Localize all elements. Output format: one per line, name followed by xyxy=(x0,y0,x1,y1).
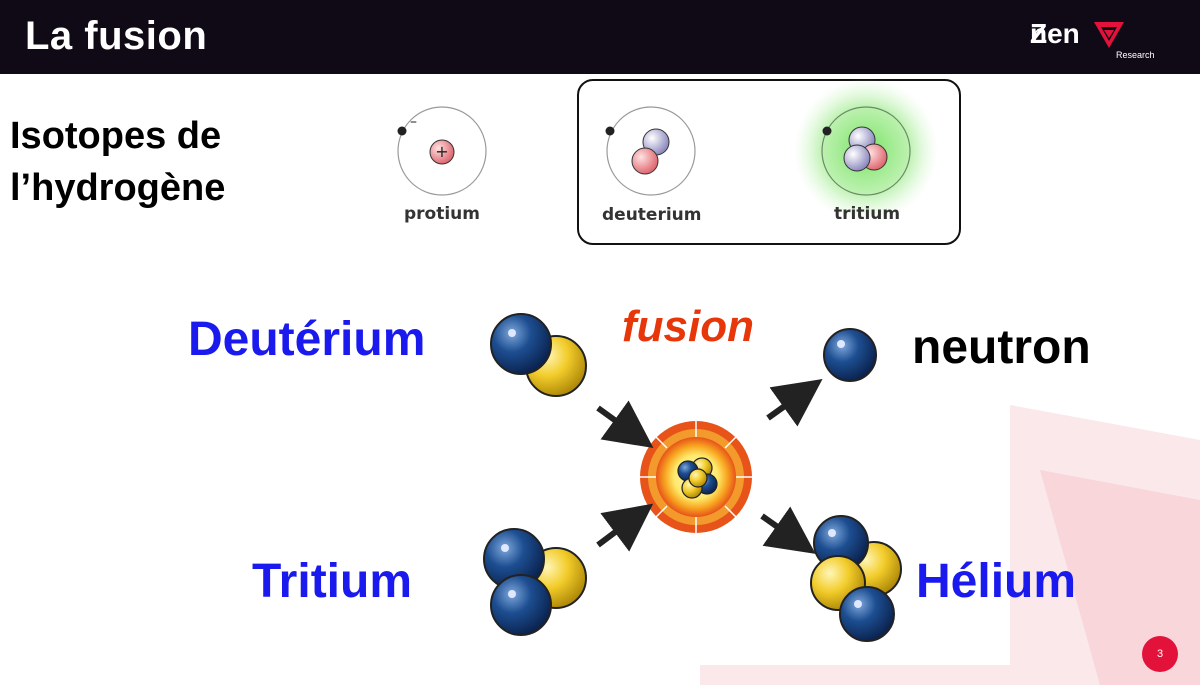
header-bar: La fusion Zen n Research xyxy=(0,0,1200,74)
deuterium-label: deuterium xyxy=(602,205,702,225)
logo-subtitle: Research xyxy=(1116,50,1155,60)
electron-dot xyxy=(605,126,615,136)
proton-plus-sign: + xyxy=(435,142,448,161)
electron-minus-sign: – xyxy=(410,114,417,130)
tritium-label: tritium xyxy=(834,204,901,224)
arrow-deuterium-to-fusion xyxy=(596,400,654,449)
arrow-fusion-to-neutron xyxy=(766,379,823,427)
neutron-particle xyxy=(823,328,877,382)
isotopes-heading-line1: Isotopes de xyxy=(10,115,222,157)
heavy-isotopes-box xyxy=(577,79,961,245)
helium-nucleus xyxy=(810,515,902,642)
neutron-label: neutron xyxy=(912,321,1091,374)
electron-dot xyxy=(822,126,832,136)
electron-dot xyxy=(397,126,407,136)
page-number-badge: 3 xyxy=(1142,636,1178,672)
arrow-tritium-to-fusion xyxy=(596,503,654,552)
fusion-label: fusion xyxy=(622,302,754,351)
slide-title: La fusion xyxy=(25,14,208,58)
zenon-logo: Zen n Research xyxy=(1030,12,1170,64)
fusion-burst xyxy=(640,421,752,533)
logo-text-right: n xyxy=(1030,18,1048,49)
logo-text-left: Zen xyxy=(1030,18,1080,49)
isotopes-heading: Isotopes de l’hydrogène xyxy=(10,110,225,214)
tritium-big-label: Tritium xyxy=(252,555,413,608)
arrow-fusion-to-helium xyxy=(760,506,816,554)
isotope-atoms: + – xyxy=(397,78,938,222)
protium-atom: + – xyxy=(397,106,487,196)
deuterium-atom xyxy=(605,106,696,196)
isotopes-heading-line2: l’hydrogène xyxy=(10,167,226,209)
helium-label: Hélium xyxy=(916,555,1077,608)
protium-label: protium xyxy=(404,204,481,224)
tritium-atom xyxy=(794,78,938,222)
tritium-nucleus xyxy=(483,528,587,636)
deuterium-nucleus xyxy=(490,313,587,397)
logo-triangle-icon xyxy=(1094,22,1124,48)
deuterium-big-label: Deutérium xyxy=(188,313,426,366)
